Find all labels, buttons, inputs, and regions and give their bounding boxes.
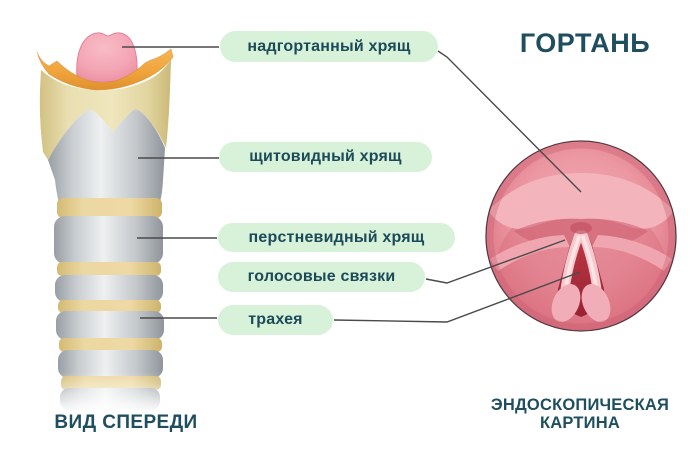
label-trachea: трахея <box>218 305 333 335</box>
caption-endoscopic-line2: КАРТИНА <box>540 414 620 432</box>
cricothyroid-band-shape <box>57 198 162 218</box>
page-title: ГОРТАНЬ <box>519 28 651 58</box>
cricoid-cartilage-shape <box>54 216 163 264</box>
endoscopic-view-illustration <box>485 140 677 332</box>
caption-endoscopic-view: ЭНДОСКОПИЧЕСКАЯ КАРТИНА <box>478 396 682 432</box>
caption-front-view: ВИД СПЕРЕДИ <box>54 412 198 433</box>
label-epiglottic-cartilage: надгортанный хрящ <box>220 31 438 62</box>
label-cricoid-cartilage: перстневидный хрящ <box>218 223 455 252</box>
arytenoid-lobe-right <box>581 283 611 323</box>
caption-endoscopic-line1: ЭНДОСКОПИЧЕСКАЯ <box>490 396 670 414</box>
label-vocal-cords: голосовые связки <box>218 262 425 292</box>
aryepiglottic-fold-right <box>592 235 672 271</box>
trachea-fade <box>43 372 177 420</box>
larynx-front-view-illustration <box>36 32 177 420</box>
epiglottis-notch-shade <box>570 222 592 234</box>
hyoid-band-shape <box>36 48 174 91</box>
epiglottis-shape <box>76 32 138 83</box>
thyrohyoid-membrane-shape <box>39 60 171 160</box>
label-thyroid-cartilage: щитовидный хрящ <box>219 142 432 172</box>
thyroid-cartilage-shape <box>48 109 165 210</box>
